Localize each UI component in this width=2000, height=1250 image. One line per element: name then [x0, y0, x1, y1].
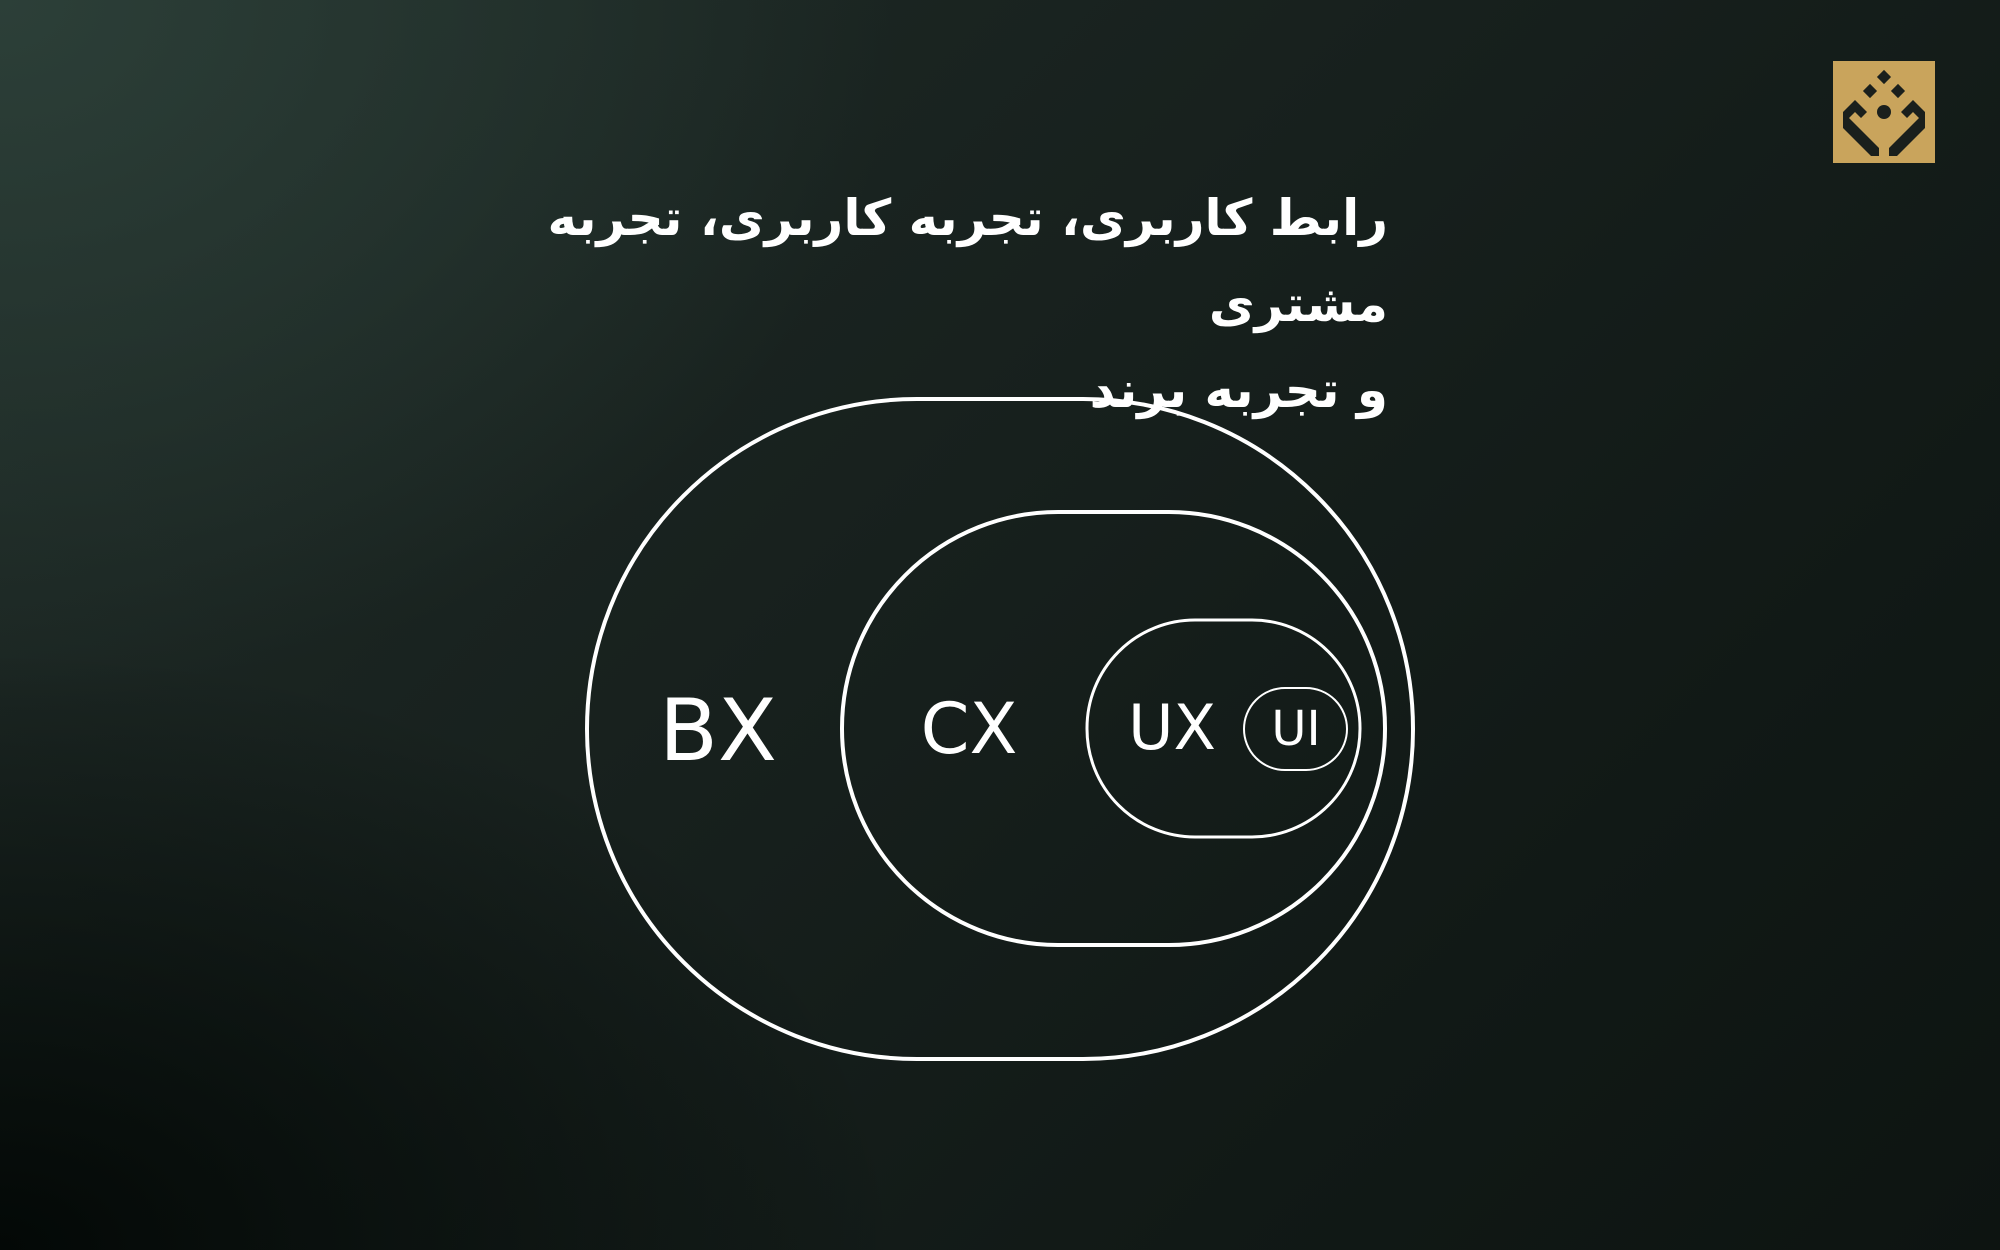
bx-layer-shape: [585, 397, 1415, 1061]
cx-layer-shape: [840, 510, 1387, 947]
title-line-2: و تجربه برند: [1089, 361, 1388, 419]
cx-label: CX: [921, 688, 1018, 770]
ui-layer-shape: [1243, 687, 1348, 771]
ux-label: UX: [1128, 691, 1216, 764]
ux-layer-shape: [1085, 618, 1362, 839]
title-line-1: رابط کاربری، تجربه کاربری، تجربه مشتری: [547, 189, 1388, 333]
page-title: رابط کاربری، تجربه کاربری، تجربه مشتری و…: [488, 175, 1388, 433]
brand-logo-icon: [1833, 61, 1935, 163]
bx-label: BX: [659, 681, 777, 781]
ui-label: UI: [1271, 701, 1320, 757]
